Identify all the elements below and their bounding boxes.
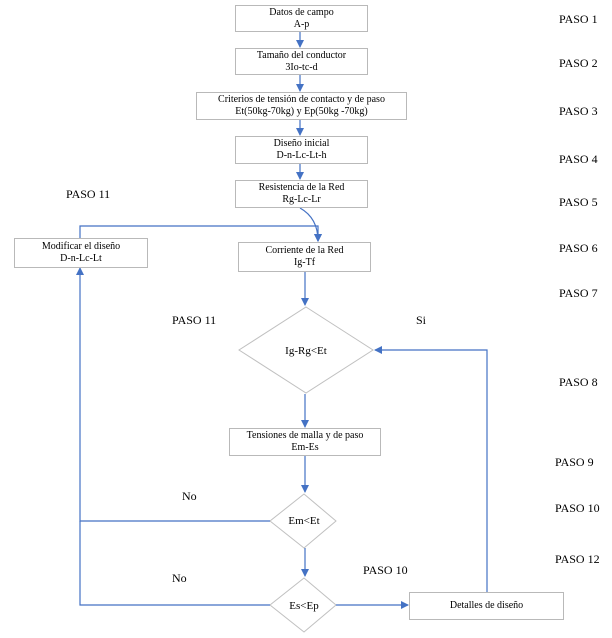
step-label-6: PASO 6	[559, 241, 598, 255]
box-diseno-inicial: Diseño inicial D-n-Lc-Lt-h	[235, 136, 368, 164]
box-criterios-tension: Criterios de tensión de contacto y de pa…	[196, 92, 407, 120]
step-label-2: PASO 2	[559, 56, 598, 70]
step-label-10: PASO 10	[555, 501, 600, 515]
step-label-3: PASO 3	[559, 104, 598, 118]
box-tensiones-malla-paso: Tensiones de malla y de paso Em-Es	[229, 428, 381, 456]
decision-text-es-ep: Es<Ep	[289, 600, 319, 612]
modificar-vars: D-n-Lc-Lt	[60, 253, 102, 264]
box-datos-de-campo: Datos de campo A-p	[235, 5, 368, 32]
corriente-label: Corriente de la Red	[265, 245, 344, 256]
step-label-12: PASO 12	[555, 552, 600, 566]
no-label-2: No	[172, 571, 187, 585]
si-label: Si	[416, 313, 427, 327]
box-modificar-diseno: Modificar el diseño D-n-Lc-Lt	[14, 238, 148, 268]
decision-diamond-es-ep	[269, 577, 337, 633]
decision-text-em-et: Em<Et	[288, 515, 320, 527]
box-corriente-red: Corriente de la Red Ig-Tf	[238, 242, 371, 272]
resistencia-label: Resistencia de la Red	[258, 182, 345, 193]
criterios-vars: Et(50kg-70kg) y Ep(50kg -70kg)	[235, 106, 368, 117]
paso11-label-mid: PASO 11	[172, 313, 217, 327]
box-tamano-conductor: Tamaño del conductor 3Io-tc-d	[235, 48, 368, 75]
datos-label: Datos de campo	[269, 6, 334, 18]
datos-vars: A-p	[293, 18, 310, 30]
step-label-9: PASO 9	[555, 455, 594, 469]
paso11-label-top: PASO 11	[66, 187, 111, 201]
tensiones-label: Tensiones de malla y de paso	[246, 430, 364, 441]
step-label-8: PASO 8	[559, 375, 598, 389]
paso10-label-mid: PASO 10	[363, 563, 408, 577]
no-label-1: No	[182, 489, 197, 503]
detalles-label: Detalles de diseño	[449, 600, 524, 611]
step-label-4: PASO 4	[559, 152, 598, 166]
tensiones-vars: Em-Es	[291, 442, 319, 453]
diseno-label: Diseño inicial	[273, 138, 330, 149]
step-label-7: PASO 7	[559, 286, 598, 300]
box-resistencia-red: Resistencia de la Red Rg-Lc-Lr	[235, 180, 368, 208]
modificar-label: Modificar el diseño	[41, 241, 121, 252]
corriente-vars: Ig-Tf	[293, 257, 316, 268]
decision-diamond-ig-rg	[238, 306, 374, 394]
decision-text-ig-rg: Ig-Rg<Et	[285, 345, 327, 357]
diseno-vars: D-n-Lc-Lt-h	[276, 150, 327, 161]
decision-diamond-em-et	[269, 493, 337, 549]
tamano-vars: 3Io-tc-d	[285, 61, 318, 73]
criterios-label: Criterios de tensión de contacto y de pa…	[218, 94, 385, 105]
step-label-1: PASO 1	[559, 12, 598, 26]
tamano-label: Tamaño del conductor	[256, 49, 347, 61]
resistencia-vars: Rg-Lc-Lr	[282, 194, 321, 205]
step-label-5: PASO 5	[559, 195, 598, 209]
box-detalles-diseno: Detalles de diseño	[409, 592, 564, 620]
